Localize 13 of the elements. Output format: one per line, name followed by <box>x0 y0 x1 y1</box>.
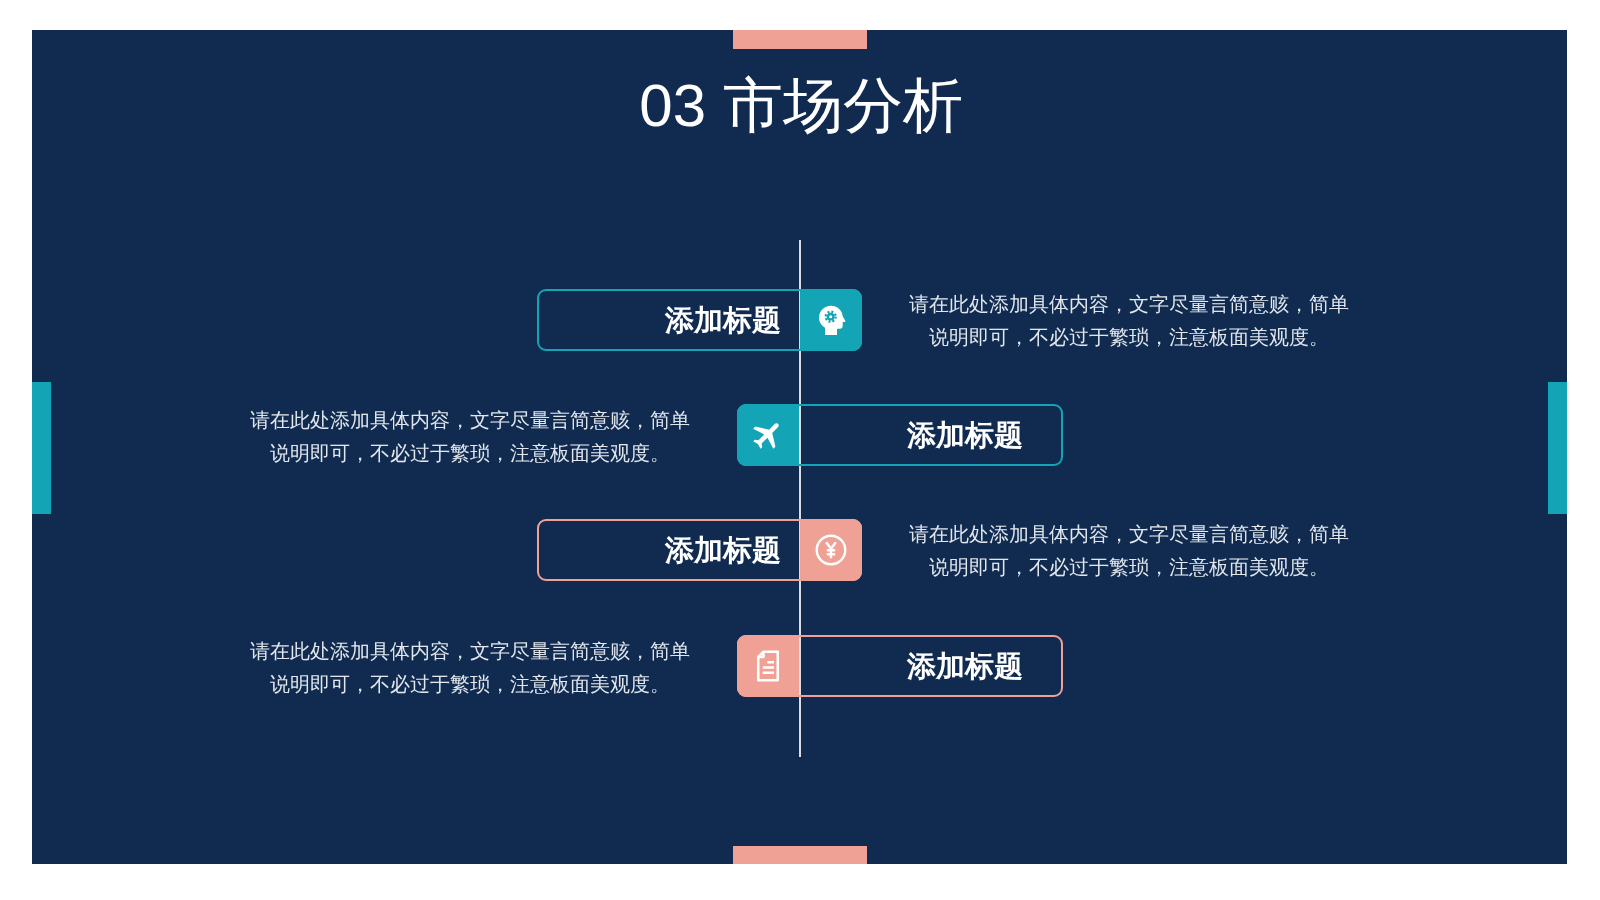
title-box <box>737 635 1063 697</box>
heading-text: 添加标题 <box>665 303 781 338</box>
slide-title: 03 市场分析 <box>639 71 963 141</box>
heading-text: 添加标题 <box>907 649 1023 684</box>
heading-text: 添加标题 <box>665 533 781 568</box>
description-text: 请在此处添加具体内容，文字尽量言简意赅，简单说明即可，不必过于繁琐，注意板面美观度。 <box>249 408 691 466</box>
title-box <box>537 519 862 581</box>
description-text: 请在此处添加具体内容，文字尽量言简意赅，简单说明即可，不必过于繁琐，注意板面美观度。 <box>908 292 1350 350</box>
description-text: 请在此处添加具体内容，文字尽量言简意赅，简单说明即可，不必过于繁琐，注意板面美观度。 <box>249 639 691 697</box>
heading-text: 添加标题 <box>907 418 1023 453</box>
title-box <box>737 404 1063 466</box>
title-box <box>537 289 862 351</box>
description-text: 请在此处添加具体内容，文字尽量言简意赅，简单说明即可，不必过于繁琐，注意板面美观度。 <box>908 522 1350 580</box>
